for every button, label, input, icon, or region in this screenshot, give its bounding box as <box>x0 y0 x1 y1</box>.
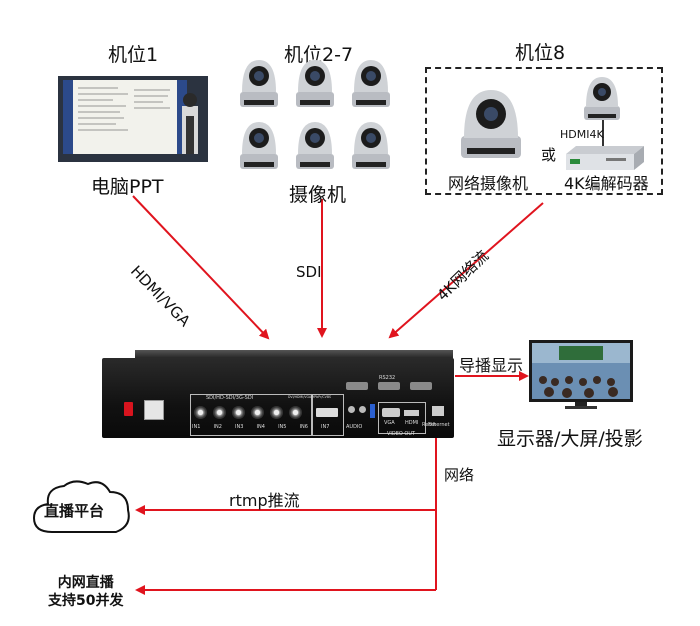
lan-line2: 支持50并发 <box>48 593 124 609</box>
reset-label: Reset <box>422 422 436 428</box>
monitor-image <box>529 340 633 410</box>
pos8-title: 机位8 <box>515 42 566 64</box>
lan-line1: 内网直播 <box>57 575 114 591</box>
platform-label: 直播平台 <box>44 502 105 520</box>
hdmi-link-line <box>602 120 604 148</box>
video-out-panel <box>378 402 426 434</box>
small-camera-image <box>580 74 624 122</box>
pos8-hdmi-label: HDMI4K <box>560 128 604 141</box>
port-label-in1: IN1 <box>192 424 201 430</box>
pos8-cam-label: 网络摄像机 <box>448 174 529 193</box>
hdmi-port <box>404 410 419 416</box>
power-socket <box>144 400 164 420</box>
video-out-label: VIDEO OUT <box>387 431 416 437</box>
port-in4 <box>251 406 264 419</box>
vga-port <box>382 408 400 417</box>
rs232-port-1 <box>346 382 368 390</box>
lan-live-label: 内网直播 支持50并发 <box>48 574 123 610</box>
port-label-in3: IN3 <box>235 424 244 430</box>
rs232-label: RS232 <box>379 375 396 381</box>
label-rtmp: rtmp推流 <box>229 491 300 510</box>
smartboard-image <box>58 76 208 162</box>
label-preview: 导播显示 <box>459 356 524 375</box>
pos27-label: 摄像机 <box>289 184 347 206</box>
device-top-edge <box>135 350 453 359</box>
pos27-title: 机位2-7 <box>284 44 354 66</box>
rs232-port-3 <box>410 382 432 390</box>
port-label-in5: IN5 <box>278 424 287 430</box>
display-label: 显示器/大屏/投影 <box>497 428 643 450</box>
port-in5 <box>270 406 283 419</box>
encoder-device: SDI/HD-SDI/3G-SDI IN1 IN2 IN3 IN4 IN5 IN… <box>102 358 454 438</box>
cloud-icon <box>32 478 134 536</box>
pos1-label: 电脑PPT <box>91 176 164 198</box>
audio-label: AUDIO <box>346 424 363 430</box>
hdmi-label: HDMI <box>405 420 419 426</box>
pos8-or-label: 或 <box>541 146 557 164</box>
sdi-header: SDI/HD-SDI/3G-SDI <box>206 395 254 401</box>
input-panel <box>190 394 312 436</box>
port-label-in4: IN4 <box>256 424 265 430</box>
in7-label: IN7 <box>321 424 330 430</box>
port-label-in2: IN2 <box>213 424 222 430</box>
power-switch <box>124 402 133 416</box>
port-label-in6: IN6 <box>299 424 308 430</box>
pos8-codec-label: 4K编解码器 <box>564 174 649 193</box>
arrow-4k-net <box>388 202 544 339</box>
ethernet-port <box>432 406 444 416</box>
dvi-port <box>316 408 338 417</box>
camera-grid <box>236 56 404 178</box>
arrow-hdmi-vga <box>132 195 270 340</box>
pos8-dashed-box <box>425 67 663 195</box>
label-sdi: SDI <box>296 263 322 281</box>
ethernet-label: Ethernet <box>428 422 450 428</box>
dvi-panel <box>312 394 344 436</box>
network-camera-image <box>455 86 527 162</box>
audio-jacks <box>348 406 366 414</box>
label-network: 网络 <box>444 466 475 484</box>
port-in2 <box>213 406 226 419</box>
rs232-port-2 <box>378 382 400 390</box>
codec-box-image <box>566 146 644 170</box>
vga-label: VGA <box>384 420 395 426</box>
usb-port <box>370 404 375 418</box>
port-labels-row: IN1 IN2 IN3 IN4 IN5 IN6 <box>192 424 308 430</box>
port-in6 <box>289 406 302 419</box>
dvi-header: DVI/HDMI/VGA/YPbPr/CVBS <box>288 395 331 399</box>
port-in1 <box>194 406 207 419</box>
port-in3 <box>232 406 245 419</box>
pos1-title: 机位1 <box>108 44 159 66</box>
